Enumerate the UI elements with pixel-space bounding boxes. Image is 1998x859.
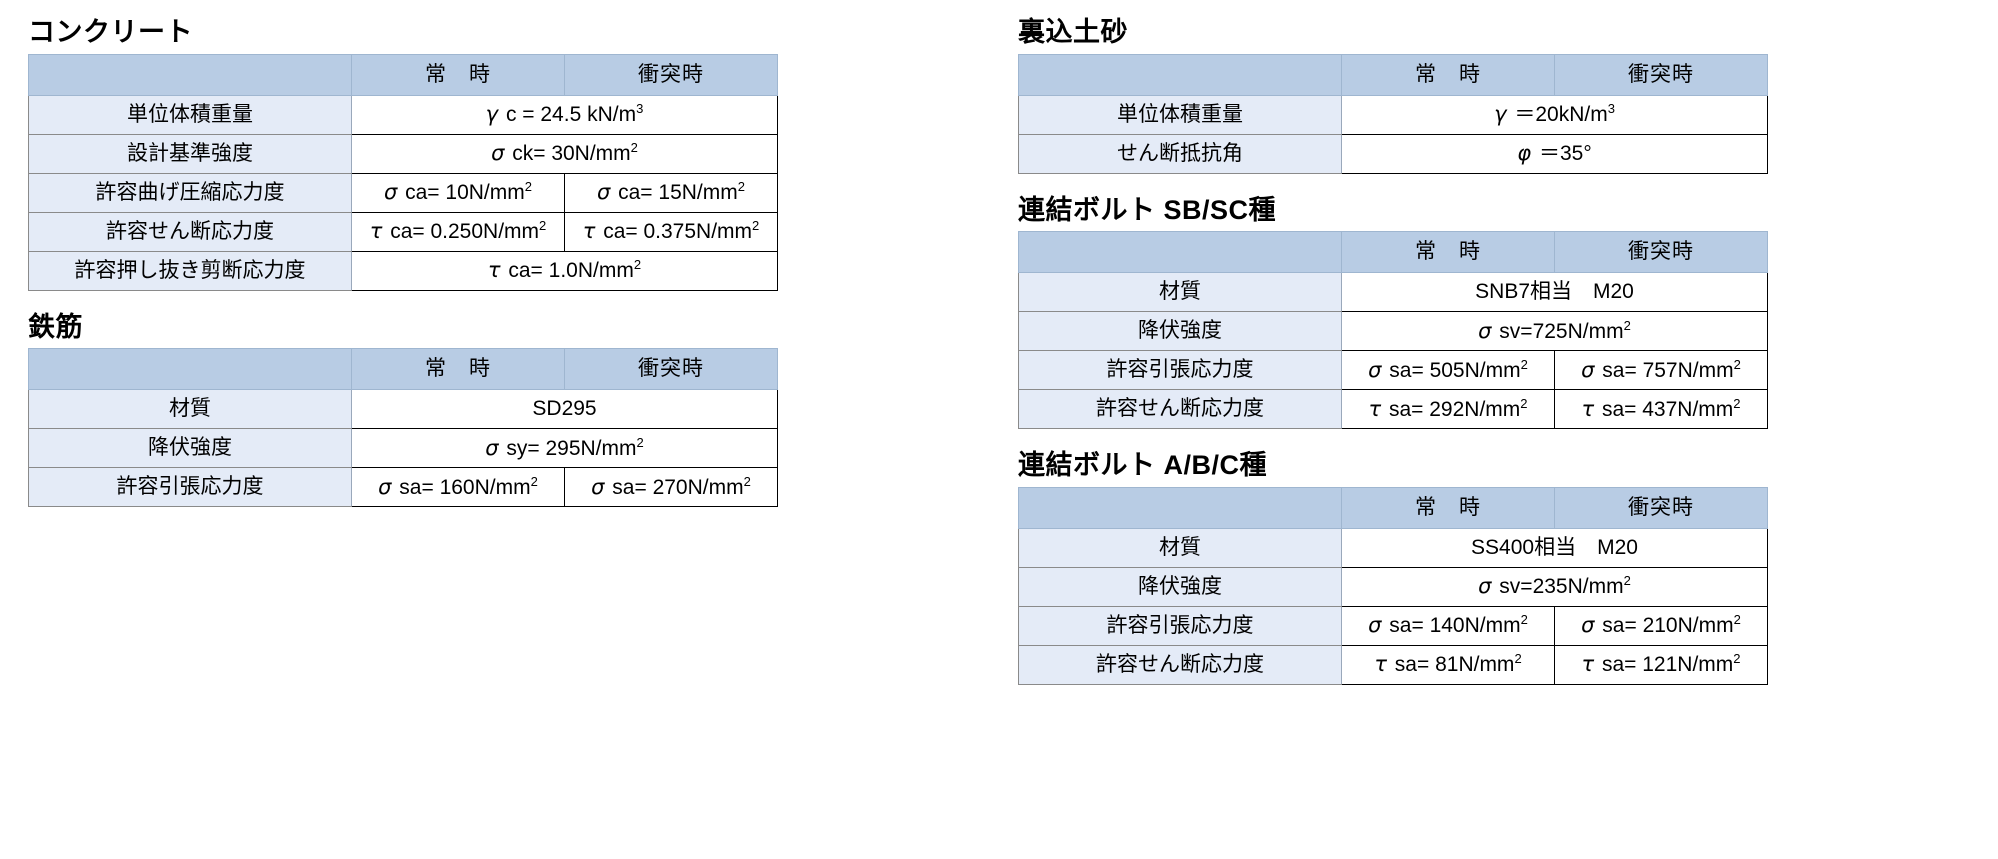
column-header-blank (28, 348, 352, 391)
row-value-merged: φ ＝35° (1341, 133, 1768, 174)
row-label: せん断抵抗角 (1018, 133, 1342, 174)
column-header-impact: 衝突時 (1554, 487, 1768, 530)
row-value-impact: τ ca= 0.375N/mm2 (564, 211, 778, 252)
row-label: 許容せん断応力度 (1018, 645, 1342, 686)
row-label: 単位体積重量 (1018, 94, 1342, 135)
row-value-normal: σ ca= 10N/mm2 (351, 172, 565, 213)
row-value-impact: σ sa= 757N/mm2 (1554, 350, 1768, 391)
row-label: 許容せん断応力度 (1018, 389, 1342, 430)
column-header-impact: 衝突時 (1554, 231, 1768, 274)
row-value-merged: γ ＝20kN/m3 (1341, 94, 1768, 135)
column-header-blank (1018, 53, 1342, 96)
row-value-merged: SD295 (351, 389, 778, 430)
row-label: 単位体積重量 (28, 94, 352, 135)
table-title-concrete: コンクリート (28, 17, 193, 47)
row-label: 設計基準強度 (28, 133, 352, 174)
table-title-bolt-sb-sc: 連結ボルト SB/SC種 (1018, 194, 1277, 225)
row-value-normal: τ sa= 81N/mm2 (1341, 645, 1555, 686)
row-label: 許容引張応力度 (1018, 350, 1342, 391)
row-label: 許容引張応力度 (1018, 606, 1342, 647)
row-label: 許容せん断応力度 (28, 211, 352, 252)
row-value-normal: τ sa= 292N/mm2 (1341, 389, 1555, 430)
column-header-normal: 常 時 (351, 53, 565, 96)
column-header-normal: 常 時 (1341, 53, 1555, 96)
row-label: 材質 (1018, 272, 1342, 313)
row-label: 材質 (1018, 528, 1342, 569)
row-label: 降伏強度 (1018, 567, 1342, 608)
table-title-rebar: 鉄筋 (28, 311, 83, 342)
column-header-impact: 衝突時 (564, 348, 778, 391)
table-title-backfill-soil: 裏込土砂 (1018, 17, 1128, 47)
row-label: 材質 (28, 389, 352, 430)
row-value-merged: σ sy= 295N/mm2 (351, 428, 778, 469)
row-value-impact: σ ca= 15N/mm2 (564, 172, 778, 213)
column-header-impact: 衝突時 (1554, 53, 1768, 96)
column-header-blank (28, 53, 352, 96)
row-label: 許容引張応力度 (28, 467, 352, 508)
column-header-blank (1018, 231, 1342, 274)
row-value-merged: σ sv=725N/mm2 (1341, 311, 1768, 352)
table-header-row: 常 時衝突時 (1018, 487, 1768, 530)
row-label: 許容曲げ圧縮応力度 (28, 172, 352, 213)
column-header-normal: 常 時 (351, 348, 565, 391)
row-label: 降伏強度 (1018, 311, 1342, 352)
table-header-row: 常 時衝突時 (1018, 53, 1768, 96)
table-header-row: 常 時衝突時 (28, 53, 778, 96)
row-label: 許容押し抜き剪断応力度 (28, 250, 352, 291)
row-value-merged: σ ck= 30N/mm2 (351, 133, 778, 174)
table-title-bolt-a-b-c: 連結ボルト A/B/C種 (1018, 450, 1267, 481)
table-header-row: 常 時衝突時 (28, 348, 778, 391)
row-label: 降伏強度 (28, 428, 352, 469)
row-value-merged: τ ca= 1.0N/mm2 (351, 250, 778, 291)
row-value-merged: σ sv=235N/mm2 (1341, 567, 1768, 608)
row-value-merged: γ c = 24.5 kN/m3 (351, 94, 778, 135)
column-header-impact: 衝突時 (564, 53, 778, 96)
row-value-impact: τ sa= 437N/mm2 (1554, 389, 1768, 430)
row-value-normal: τ ca= 0.250N/mm2 (351, 211, 565, 252)
table-header-row: 常 時衝突時 (1018, 231, 1768, 274)
row-value-merged: SS400相当 M20 (1341, 528, 1768, 569)
column-header-normal: 常 時 (1341, 231, 1555, 274)
row-value-merged: SNB7相当 M20 (1341, 272, 1768, 313)
row-value-normal: σ sa= 505N/mm2 (1341, 350, 1555, 391)
row-value-impact: σ sa= 210N/mm2 (1554, 606, 1768, 647)
row-value-impact: σ sa= 270N/mm2 (564, 467, 778, 508)
column-header-blank (1018, 487, 1342, 530)
row-value-normal: σ sa= 140N/mm2 (1341, 606, 1555, 647)
column-header-normal: 常 時 (1341, 487, 1555, 530)
row-value-impact: τ sa= 121N/mm2 (1554, 645, 1768, 686)
row-value-normal: σ sa= 160N/mm2 (351, 467, 565, 508)
